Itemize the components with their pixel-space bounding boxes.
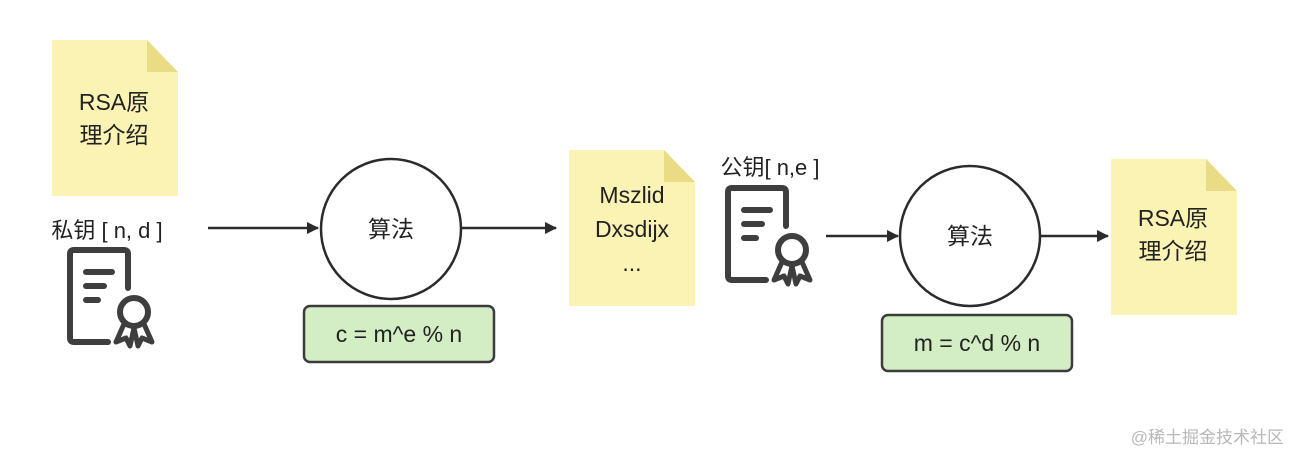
private-key-label: 私钥 [ n, d ] [51, 218, 162, 243]
decrypt-formula-box: m = c^d % n [880, 313, 1074, 373]
ciphertext-document: Mszlid Dxsdijx ... [569, 150, 695, 306]
encrypt-formula-text: c = m^e % n [336, 321, 462, 347]
public-key-label: 公钥[ n,e ] [720, 155, 819, 180]
encrypt-algorithm-node: 算法 [319, 157, 463, 301]
encrypt-formula-box: c = m^e % n [302, 304, 496, 364]
note-shape [52, 40, 178, 196]
ciphertext-line-1: Mszlid [599, 182, 664, 208]
decrypt-algorithm-label: 算法 [947, 223, 993, 249]
note-line-2: 理介绍 [80, 122, 149, 148]
certificate-icon [725, 185, 813, 287]
note-line-1: RSA原 [79, 89, 149, 115]
note-line-2: 理介绍 [1139, 238, 1208, 264]
note-shape [569, 150, 695, 306]
encrypt-algorithm-label: 算法 [368, 216, 414, 242]
ciphertext-line-3: ... [622, 250, 641, 276]
note-line-1: RSA原 [1138, 205, 1208, 231]
decrypt-formula-text: m = c^d % n [914, 330, 1040, 356]
note-fold [664, 150, 695, 182]
note-fold [1206, 159, 1237, 191]
note-fold [147, 40, 178, 72]
plaintext-document-output: RSA原 理介绍 [1111, 159, 1237, 315]
ciphertext-line-2: Dxsdijx [595, 216, 670, 242]
plaintext-document-input: RSA原 理介绍 [52, 40, 178, 196]
decrypt-algorithm-node: 算法 [898, 164, 1042, 308]
note-shape [1111, 159, 1237, 315]
certificate-icon [67, 247, 155, 349]
watermark: @稀土掘金技术社区 [1131, 428, 1284, 447]
